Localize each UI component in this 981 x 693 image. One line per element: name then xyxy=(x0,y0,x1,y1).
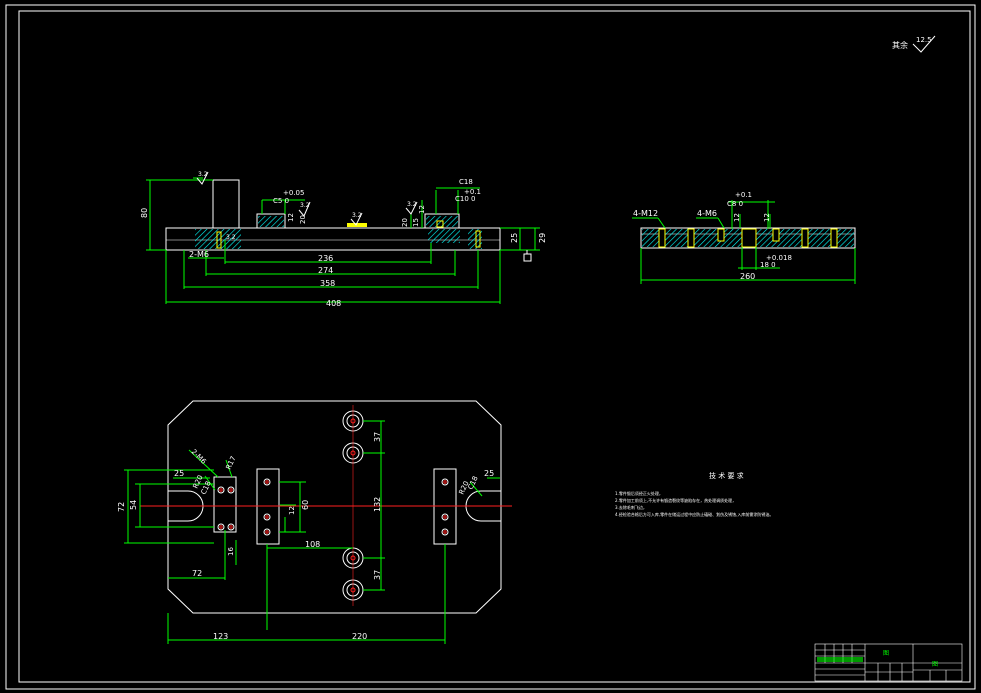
dim-v12a: 12 xyxy=(287,213,295,222)
surface-finish-symbol xyxy=(912,35,936,53)
front-upright xyxy=(212,179,240,229)
dim-tol-01-side: +0.1 xyxy=(735,191,752,199)
dim-tol-01: +0.1 xyxy=(464,188,481,196)
title-block xyxy=(814,643,963,682)
ra-3-2-b: 3.2 xyxy=(300,202,310,209)
ra-3-2-a: 3.2 xyxy=(198,171,208,178)
dim-37-bottom: 37 xyxy=(373,570,382,580)
technical-requirements: 技 术 要 求 1.零件锻后须经正火处理， 2.零件加工前须上,不允许有锻造裂纹… xyxy=(615,471,773,517)
dim-220: 220 xyxy=(352,632,367,641)
plan-outline xyxy=(167,400,502,614)
dim-v20b: 20 xyxy=(401,218,409,227)
dim-29: 29 xyxy=(538,233,547,243)
side-view: 4-M12 4-M6 C8 0 +0.1 12 12 +0.018 18 0 2… xyxy=(632,191,856,284)
dim-v20a: 20 xyxy=(299,215,307,224)
dim-v12b: 12 xyxy=(418,205,426,214)
dim-holes-2m6: 2-M6 xyxy=(190,448,208,466)
dim-c50: C5 0 xyxy=(273,197,289,205)
ra-3-2-c: 3.2 xyxy=(352,212,362,219)
dim-tol-0018: +0.018 xyxy=(766,254,792,262)
dim-72-vert: 72 xyxy=(117,502,126,512)
tech-req-item-2: 2.零件加工前须上,不允许有锻造裂纹等缺陷存在，热处理调质处理， xyxy=(615,497,736,503)
side-body xyxy=(640,227,856,249)
dim-4m12: 4-M12 xyxy=(633,209,658,218)
title-block-mark-a: 图 xyxy=(883,650,889,657)
dim-54: 54 xyxy=(129,500,138,510)
dim-408: 408 xyxy=(326,299,341,308)
tech-req-item-3: 3.去除毛刺飞边， xyxy=(615,504,647,510)
dim-123: 123 xyxy=(213,632,228,641)
inner-border xyxy=(18,10,971,683)
dim-25-right: 25 xyxy=(484,469,494,478)
dim-236: 236 xyxy=(318,254,333,263)
dim-260: 260 xyxy=(740,272,755,281)
dim-v15: 15 xyxy=(412,218,420,227)
dim-thread-2m6: 2-M6 xyxy=(189,250,209,259)
dim-v12b-side: 12 xyxy=(763,213,771,222)
dim-4m6: 4-M6 xyxy=(697,209,717,218)
ra-3-2-e: 3.2 xyxy=(226,234,236,241)
dim-72-horiz: 72 xyxy=(192,569,202,578)
front-view: 236 274 358 408 80 25 29 2-M6 +0.05 C5 0… xyxy=(140,171,547,308)
tech-req-item-1: 1.零件锻后须经正火处理， xyxy=(615,490,663,496)
surface-finish-label: 其余 xyxy=(892,40,908,50)
dim-r17: R17 xyxy=(225,455,238,471)
dim-25: 25 xyxy=(510,233,519,243)
ra-3-2-d: 3.2 xyxy=(407,201,417,208)
surface-finish-value: 12.5 xyxy=(916,36,932,44)
dim-v12-side: 12 xyxy=(733,213,741,222)
dim-80: 80 xyxy=(140,208,149,218)
dim-12: 12 xyxy=(288,506,296,515)
dim-c18: C18 xyxy=(459,178,473,186)
tech-req-title: 技 术 要 求 xyxy=(709,471,744,480)
dim-c8: C8 0 xyxy=(727,200,743,208)
dim-c10: C10 0 xyxy=(455,195,475,203)
dim-358: 358 xyxy=(320,279,335,288)
outer-border xyxy=(5,4,976,690)
tech-req-item-4: 4.经检验合格后方可入库,零件在储运过程中应防止磕碰、划伤及锈蚀,入库前需涂防锈… xyxy=(615,511,773,517)
surface-finish-note: 其余 12.5 xyxy=(892,35,936,53)
dim-132: 132 xyxy=(373,497,382,512)
dim-c18-right: C18 xyxy=(467,475,480,491)
dim-tol-005: +0.05 xyxy=(283,189,304,197)
dim-60: 60 xyxy=(301,500,310,510)
dim-108: 108 xyxy=(305,540,320,549)
dim-37-top: 37 xyxy=(373,432,382,442)
dim-25-left: 25 xyxy=(174,469,184,478)
dim-18: 18 0 xyxy=(760,261,776,269)
dim-16: 16 xyxy=(227,547,235,556)
front-body xyxy=(165,227,501,251)
title-block-mark-b: 图 xyxy=(932,661,938,668)
plan-view: 25 25 72 54 72 16 12 60 108 37 132 37 12… xyxy=(117,400,512,644)
dim-274: 274 xyxy=(318,266,333,275)
